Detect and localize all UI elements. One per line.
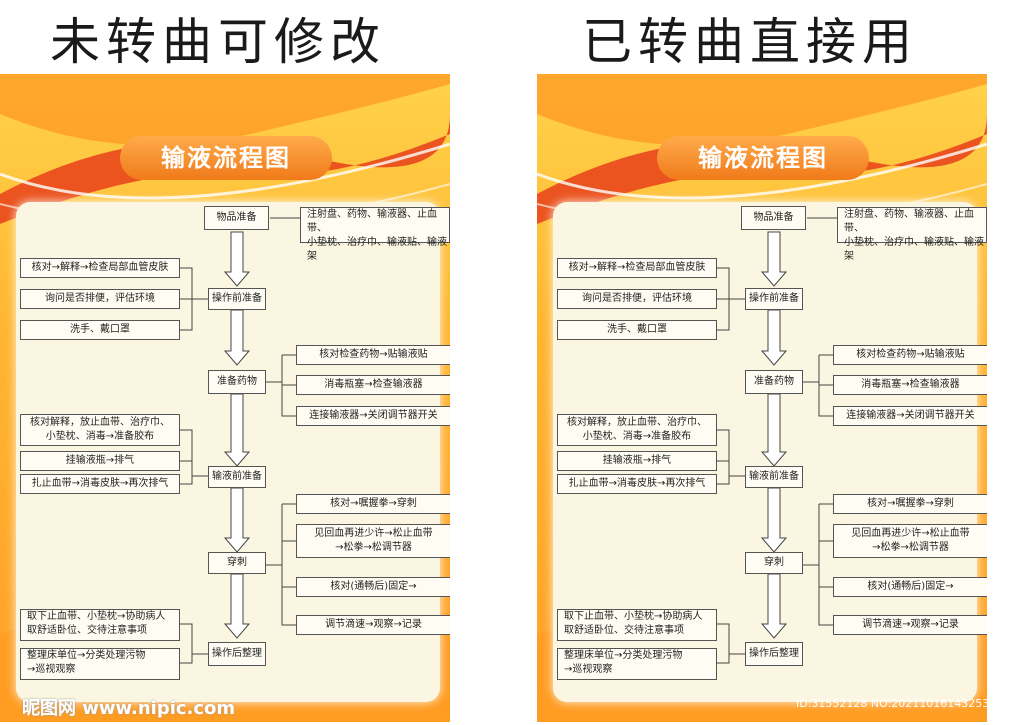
note-line: →巡视观察 bbox=[564, 664, 613, 675]
note-explain: 核对解释，放止血带、治疗巾、 小垫枕、消毒→准备胶布 bbox=[557, 414, 717, 446]
note-tidy: 整理床单位→分类处理污物 →巡视观察 bbox=[20, 648, 180, 680]
poster-right: 输液流程图 物品准备 注射盘、药物、输液器、止血带、 小垫枕、治疗巾、输液贴、输… bbox=[537, 74, 987, 722]
site-watermark-logo: 昵图网 www.nipic.com bbox=[22, 698, 236, 719]
note-line: 见回血再进少许→松止血带 bbox=[314, 528, 433, 539]
note-fix: 核对(通畅后)固定→ bbox=[296, 577, 450, 597]
step-prepare-drug: 准备药物 bbox=[208, 370, 266, 394]
note-line: 小垫枕、消毒→准备胶布 bbox=[45, 431, 155, 442]
note-line: 注射盘、药物、输液器、止血带、 bbox=[844, 209, 974, 234]
note-explain: 核对解释，放止血带、治疗巾、 小垫枕、消毒→准备胶布 bbox=[20, 414, 180, 446]
note-line: 整理床单位→分类处理污物 bbox=[27, 650, 146, 661]
note-hang-bottle: 挂输液瓶→排气 bbox=[557, 451, 717, 471]
note-line: 见回血再进少许→松止血带 bbox=[851, 528, 970, 539]
flow-connectors bbox=[180, 217, 300, 664]
step-after-op: 操作后整理 bbox=[745, 642, 803, 666]
note-wash: 洗手、戴口罩 bbox=[20, 320, 180, 340]
note-line: 取下止血带、小垫枕→协助病人 bbox=[564, 611, 703, 622]
poster-title: 输液流程图 bbox=[120, 136, 332, 180]
step-item-prep: 物品准备 bbox=[741, 206, 806, 230]
note-disinfect: 消毒瓶塞→检查输液器 bbox=[833, 375, 987, 395]
note-connect: 连接输液器→关闭调节器开关 bbox=[296, 406, 450, 426]
note-supplies: 注射盘、药物、输液器、止血带、 小垫枕、治疗巾、输液贴、输液架 bbox=[300, 207, 450, 262]
note-tourniquet: 扎止血带→消毒皮肤→再次排气 bbox=[20, 474, 180, 494]
step-after-op: 操作后整理 bbox=[208, 642, 266, 666]
note-line: 核对解释，放止血带、治疗巾、 bbox=[30, 417, 170, 428]
note-check-skin: 核对→解释→检查局部血管皮肤 bbox=[20, 258, 180, 278]
note-ask: 询问是否排便，评估环境 bbox=[20, 289, 180, 309]
note-blood-return: 见回血再进少许→松止血带 →松拳→松调节器 bbox=[833, 524, 987, 558]
step-puncture: 穿刺 bbox=[745, 552, 803, 574]
step-item-prep: 物品准备 bbox=[204, 206, 269, 230]
heading-outlined: 已转曲直接用 bbox=[582, 13, 918, 71]
note-remove: 取下止血带、小垫枕→协助病人 取舒适卧位、交待注意事项 bbox=[20, 609, 180, 641]
note-fix: 核对(通畅后)固定→ bbox=[833, 577, 987, 597]
note-line: 取舒适卧位、交待注意事项 bbox=[564, 625, 684, 636]
step-prepare-drug: 准备药物 bbox=[745, 370, 803, 394]
note-line: →巡视观察 bbox=[27, 664, 76, 675]
note-line: 小垫枕、治疗巾、输液贴、输液架 bbox=[307, 237, 447, 262]
note-wash: 洗手、戴口罩 bbox=[557, 320, 717, 340]
note-line: 小垫枕、治疗巾、输液贴、输液架 bbox=[844, 237, 984, 262]
note-check-drug: 核对检查药物→贴输液贴 bbox=[296, 345, 450, 365]
note-drip-rate: 调节滴速→观察→记录 bbox=[296, 615, 450, 635]
note-check-skin: 核对→解释→检查局部血管皮肤 bbox=[557, 258, 717, 278]
image-id-watermark: ID:31552128 NO:20211016143253449108 bbox=[796, 697, 1024, 710]
note-ask: 询问是否排便，评估环境 bbox=[557, 289, 717, 309]
note-check-drug: 核对检查药物→贴输液贴 bbox=[833, 345, 987, 365]
note-drip-rate: 调节滴速→观察→记录 bbox=[833, 615, 987, 635]
note-line: 小垫枕、消毒→准备胶布 bbox=[582, 431, 692, 442]
step-pre-infusion: 输液前准备 bbox=[208, 466, 266, 488]
note-line: 取下止血带、小垫枕→协助病人 bbox=[27, 611, 166, 622]
note-puncture: 核对→嘱握拳→穿刺 bbox=[833, 494, 987, 514]
poster-title: 输液流程图 bbox=[657, 136, 869, 180]
note-line: 核对解释，放止血带、治疗巾、 bbox=[567, 417, 707, 428]
note-supplies: 注射盘、药物、输液器、止血带、 小垫枕、治疗巾、输液贴、输液架 bbox=[837, 207, 987, 262]
note-line: →松拳→松调节器 bbox=[872, 542, 949, 553]
step-before-op: 操作前准备 bbox=[208, 288, 266, 310]
note-line: 注射盘、药物、输液器、止血带、 bbox=[307, 209, 437, 234]
note-connect: 连接输液器→关闭调节器开关 bbox=[833, 406, 987, 426]
note-line: 整理床单位→分类处理污物 bbox=[564, 650, 683, 661]
note-line: 取舒适卧位、交待注意事项 bbox=[27, 625, 147, 636]
step-before-op: 操作前准备 bbox=[745, 288, 803, 310]
heading-editable: 未转曲可修改 bbox=[50, 13, 386, 71]
note-blood-return: 见回血再进少许→松止血带 →松拳→松调节器 bbox=[296, 524, 450, 558]
note-tidy: 整理床单位→分类处理污物 →巡视观察 bbox=[557, 648, 717, 680]
flow-connectors bbox=[717, 217, 837, 664]
step-pre-infusion: 输液前准备 bbox=[745, 466, 803, 488]
note-remove: 取下止血带、小垫枕→协助病人 取舒适卧位、交待注意事项 bbox=[557, 609, 717, 641]
note-puncture: 核对→嘱握拳→穿刺 bbox=[296, 494, 450, 514]
step-puncture: 穿刺 bbox=[208, 552, 266, 574]
poster-left: 输液流程图 物品准备 注射盘、药物、输液器、止血带、 小垫枕、治疗巾、输液贴、输… bbox=[0, 74, 450, 722]
note-disinfect: 消毒瓶塞→检查输液器 bbox=[296, 375, 450, 395]
note-hang-bottle: 挂输液瓶→排气 bbox=[20, 451, 180, 471]
note-line: →松拳→松调节器 bbox=[335, 542, 412, 553]
note-tourniquet: 扎止血带→消毒皮肤→再次排气 bbox=[557, 474, 717, 494]
